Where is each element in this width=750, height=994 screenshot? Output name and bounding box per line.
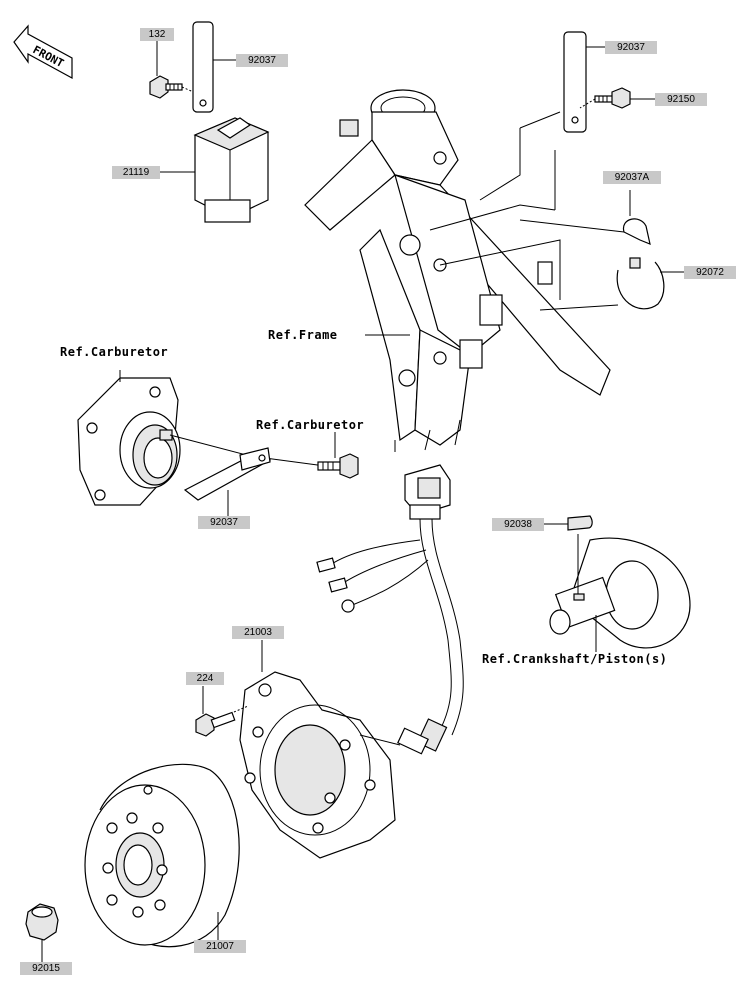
part-label-92037-top-right: 92037 — [605, 41, 657, 54]
part-label-92150: 92150 — [655, 93, 707, 106]
ref-label-frame: Ref.Frame — [268, 328, 338, 342]
bolt-92150-icon — [579, 87, 655, 109]
carburetor-flange-icon — [77, 370, 326, 506]
flywheel-21007-icon — [84, 763, 240, 948]
part-label-92037-top-left: 92037 — [236, 54, 288, 67]
strap-92037-top-right-icon — [563, 31, 605, 133]
strap-92037-top-left-icon — [192, 21, 236, 113]
ref-label-crankshaft: Ref.Crankshaft/Piston(s) — [482, 652, 668, 666]
key-92038-icon — [543, 515, 593, 531]
cdi-unit-21119-icon — [160, 117, 270, 223]
screw-224-icon — [195, 686, 249, 737]
ref-label-carburetor-top: Ref.Carburetor — [60, 345, 169, 359]
front-arrow-icon: FRONT — [13, 24, 73, 80]
crankshaft-icon — [549, 534, 691, 652]
part-label-92038: 92038 — [492, 518, 544, 531]
band-92072-icon — [539, 257, 684, 311]
part-label-21007: 21007 — [194, 940, 246, 953]
bolt-132-icon — [149, 40, 199, 99]
bolt-carburetor-icon — [317, 432, 359, 479]
ref-label-carburetor-mid: Ref.Carburetor — [256, 418, 365, 432]
part-label-92072: 92072 — [684, 266, 736, 279]
stator-21003-icon — [239, 640, 401, 859]
strap-92037-mid-icon — [183, 447, 272, 516]
part-label-21003: 21003 — [232, 626, 284, 639]
nut-92015-icon — [25, 903, 59, 962]
part-label-224: 224 — [186, 672, 224, 685]
part-label-132: 132 — [140, 28, 174, 41]
wiring-harness-icon — [316, 464, 464, 755]
part-label-92037-mid: 92037 — [198, 516, 250, 529]
part-label-21119: 21119 — [112, 166, 160, 179]
frame-icon — [304, 89, 611, 452]
part-label-92037a: 92037A — [603, 171, 661, 184]
clamp-92037a-icon — [519, 190, 651, 245]
part-label-92015: 92015 — [20, 962, 72, 975]
